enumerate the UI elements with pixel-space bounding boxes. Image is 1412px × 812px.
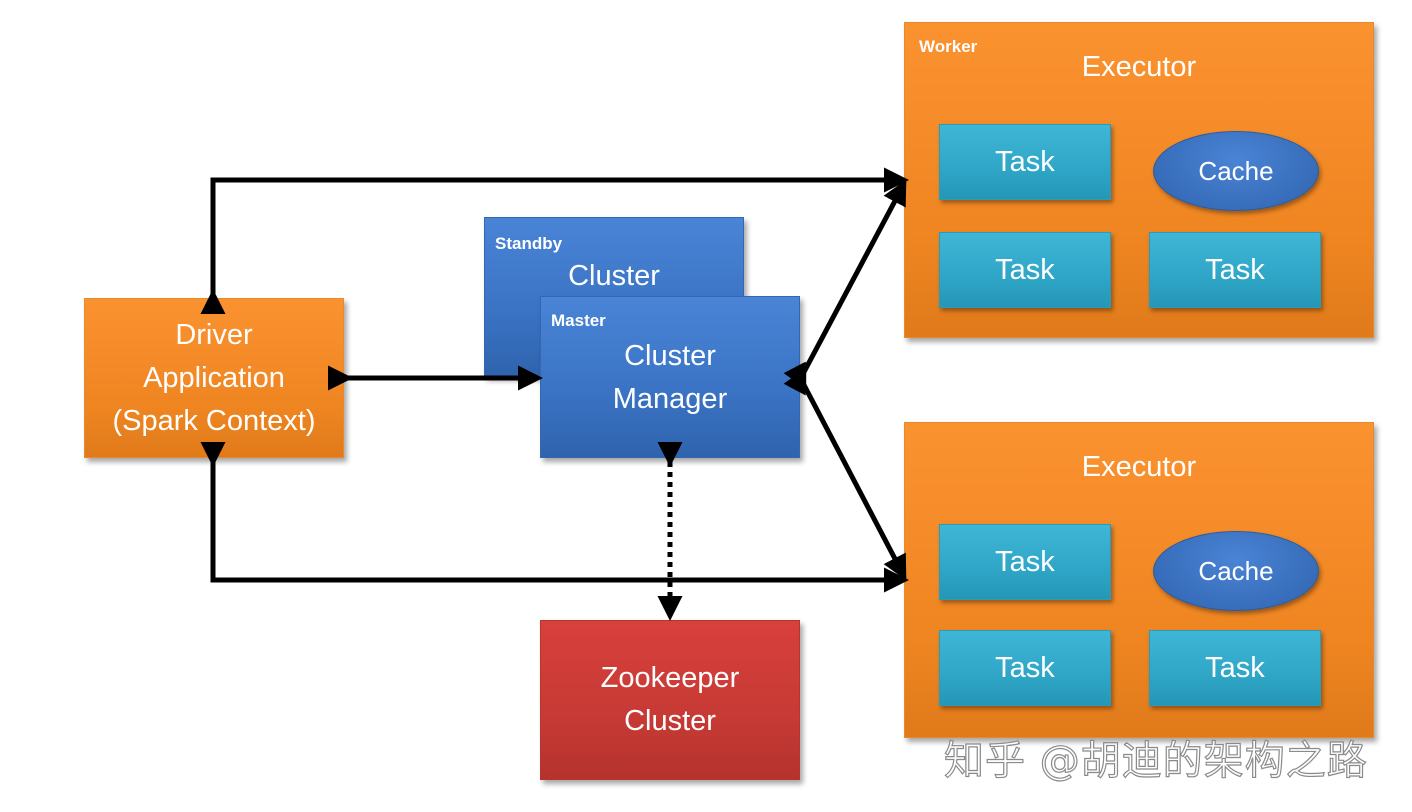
worker-tag: Worker	[919, 37, 978, 56]
master-tag: Master	[551, 311, 606, 330]
master-line: Manager	[612, 383, 728, 415]
task-box: Task	[939, 232, 1111, 308]
master-line: Cluster	[624, 340, 716, 372]
executor-title-top: Executor	[1081, 51, 1197, 83]
master-label: Cluster Manager	[541, 335, 799, 421]
task-box: Task	[1149, 630, 1321, 706]
zookeeper-line: Cluster	[624, 705, 716, 737]
master-cluster-manager: Master Cluster Manager	[540, 296, 800, 458]
driver-line: Application	[143, 361, 285, 394]
cache-ellipse: Cache	[1153, 531, 1319, 611]
zookeeper-line: Zookeeper	[600, 662, 740, 694]
task-box: Task	[939, 630, 1111, 706]
worker-node-bottom: Executor Task Cache Task Task	[904, 422, 1374, 738]
worker-node-top: Worker Executor Task Cache Task Task	[904, 22, 1374, 338]
arrow-driver-worker1	[200, 167, 909, 314]
watermark-text: 知乎 @胡迪的架构之路	[943, 737, 1368, 784]
driver-line: Driver	[175, 318, 253, 351]
arrow-driver-worker2	[200, 442, 909, 593]
arrow-master-worker1	[783, 179, 907, 396]
task-box: Task	[939, 524, 1111, 600]
arrow-master-worker2	[783, 361, 907, 581]
zookeeper-cluster: Zookeeper Cluster	[540, 620, 800, 780]
task-box: Task	[939, 124, 1111, 200]
task-box: Task	[1149, 232, 1321, 308]
executor-title-bottom: Executor	[1081, 451, 1197, 483]
cache-ellipse: Cache	[1153, 131, 1319, 211]
driver-application: Driver Application (Spark Context)	[84, 298, 344, 458]
driver-line: (Spark Context)	[112, 404, 316, 437]
